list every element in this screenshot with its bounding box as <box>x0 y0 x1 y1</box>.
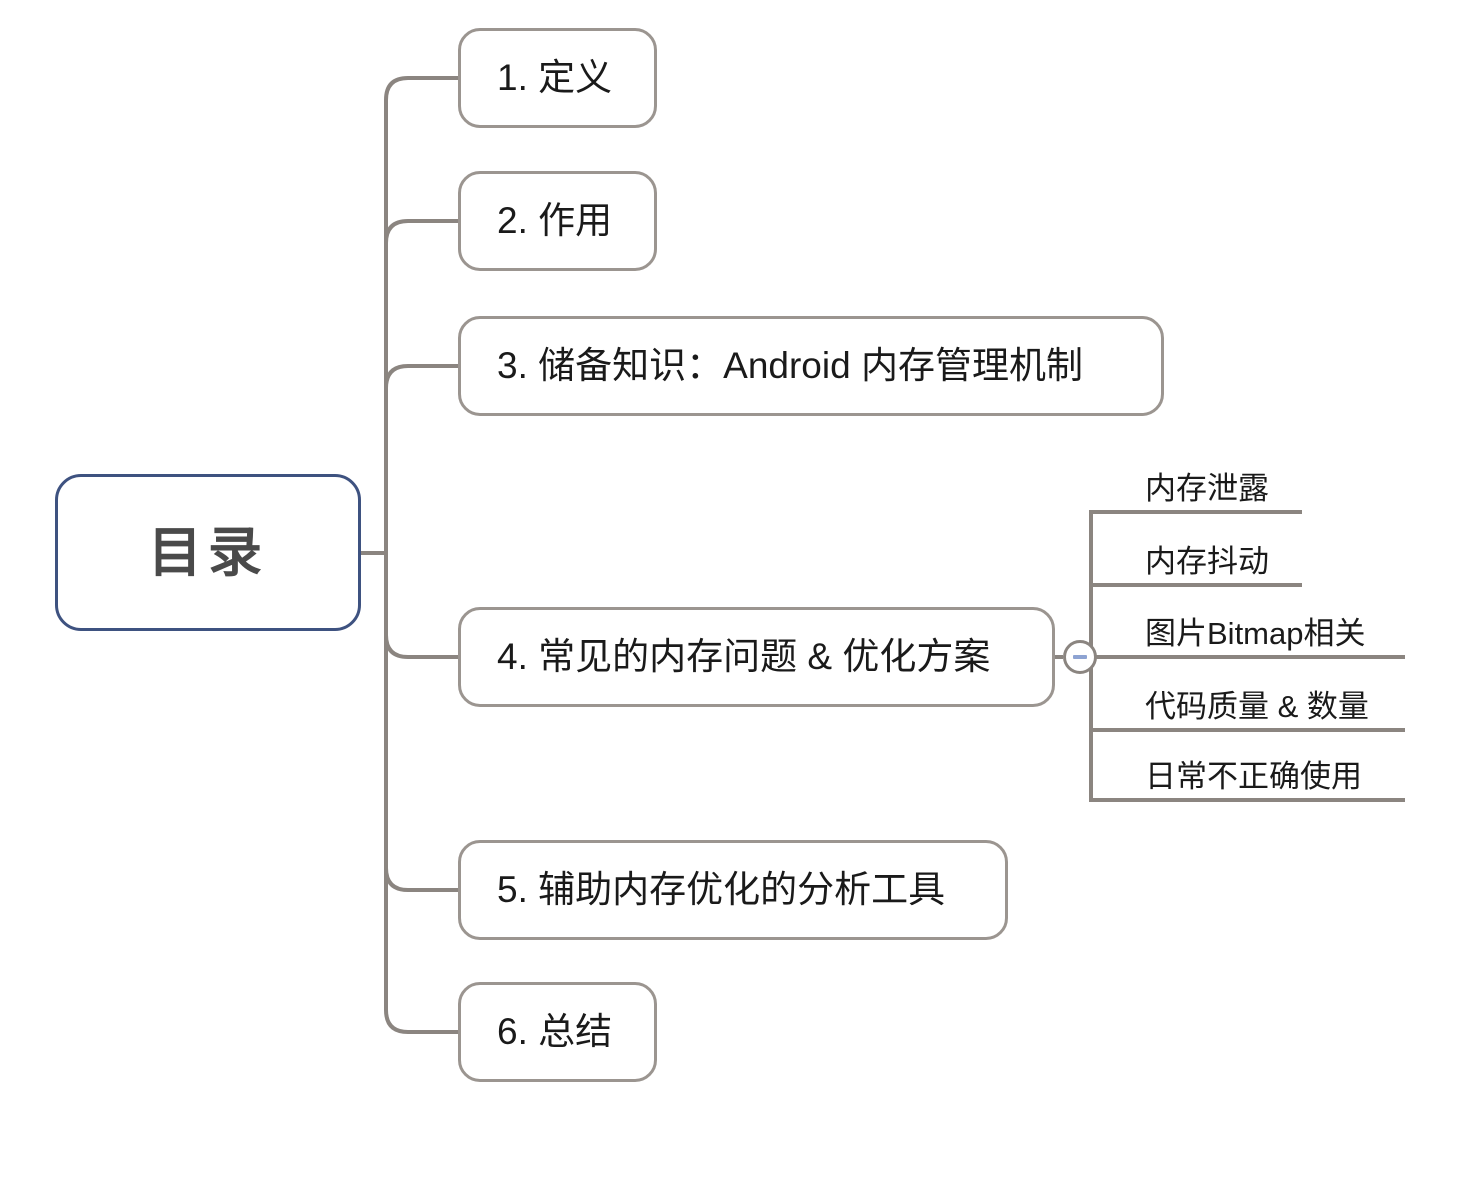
branch-node-6[interactable]: 6. 总结 <box>458 982 657 1082</box>
leaf-item-2-label: 内存抖动 <box>1145 543 1269 579</box>
leaf-item-1-label: 内存泄露 <box>1145 470 1269 506</box>
leaf-item-1[interactable]: 内存泄露 <box>1089 460 1302 512</box>
branch-node-5[interactable]: 5. 辅助内存优化的分析工具 <box>458 840 1008 940</box>
minus-icon <box>1073 655 1087 659</box>
root-node[interactable]: 目录 <box>55 474 361 631</box>
root-label: 目录 <box>148 522 268 583</box>
branch-node-4[interactable]: 4. 常见的内存问题 & 优化方案 <box>458 607 1055 707</box>
leaf-item-5[interactable]: 日常不正确使用 <box>1089 748 1405 800</box>
branch-node-1-label: 1. 定义 <box>497 56 613 98</box>
leaf-item-5-label: 日常不正确使用 <box>1145 758 1362 794</box>
leaf-item-3-label: 图片Bitmap相关 <box>1145 615 1366 651</box>
leaf-item-4[interactable]: 代码质量 & 数量 <box>1089 678 1405 730</box>
branch-node-6-label: 6. 总结 <box>497 1010 613 1052</box>
branch-node-4-label: 4. 常见的内存问题 & 优化方案 <box>497 635 991 677</box>
branch-node-5-label: 5. 辅助内存优化的分析工具 <box>497 868 946 910</box>
branch-node-1[interactable]: 1. 定义 <box>458 28 657 128</box>
leaf-item-4-label: 代码质量 & 数量 <box>1145 688 1369 724</box>
branch-node-2-label: 2. 作用 <box>497 199 613 241</box>
leaf-item-2[interactable]: 内存抖动 <box>1089 533 1302 585</box>
branch-node-2[interactable]: 2. 作用 <box>458 171 657 271</box>
branch-node-3-label: 3. 储备知识：Android 内存管理机制 <box>497 344 1083 386</box>
collapse-toggle-branch-4[interactable] <box>1063 640 1097 674</box>
leaf-item-3[interactable]: 图片Bitmap相关 <box>1089 605 1405 657</box>
branch-node-3[interactable]: 3. 储备知识：Android 内存管理机制 <box>458 316 1164 416</box>
